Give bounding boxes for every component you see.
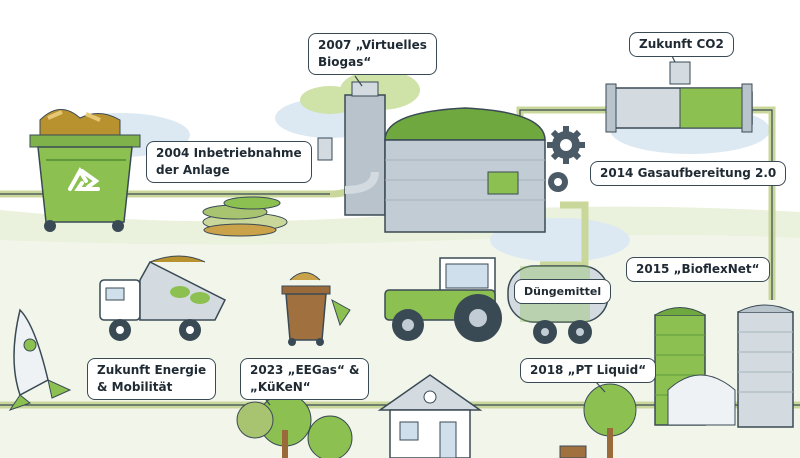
log-pile xyxy=(559,445,587,458)
label-fertilizer: Düngemittel xyxy=(514,279,612,304)
biogas-digester xyxy=(317,81,585,233)
recycle-icon xyxy=(68,167,100,191)
label-2014-gas-upgrading: 2014 Gasaufbereitung 2.0 xyxy=(590,161,787,186)
label-future-co2: Zukunft CO2 xyxy=(629,32,734,57)
house xyxy=(377,374,483,458)
tipper-truck xyxy=(99,255,227,341)
storage-silos xyxy=(654,304,794,428)
label-2018-pt-liquid: 2018 „PT Liquid“ xyxy=(520,358,657,383)
organic-waste-bin xyxy=(281,272,351,346)
co2-separator xyxy=(605,61,753,133)
label-2007-virtual-biogas: 2007 „Virtuelles Biogas“ xyxy=(308,33,437,75)
gear-icon xyxy=(547,126,585,164)
label-2023-eegas-kueken: 2023 „EEGas“ & „KüKeN“ xyxy=(240,358,370,400)
label-2015-bioflexnet: 2015 „BioflexNet“ xyxy=(626,257,770,282)
rocket xyxy=(8,308,72,411)
label-future-energy-mobility: Zukunft Energie & Mobilität xyxy=(87,358,217,400)
biomass-pile xyxy=(202,196,288,237)
green-waste-container xyxy=(29,109,141,232)
label-2004-commissioning: 2004 Inbetriebnahme der Anlage xyxy=(146,141,312,183)
trees xyxy=(236,383,637,458)
